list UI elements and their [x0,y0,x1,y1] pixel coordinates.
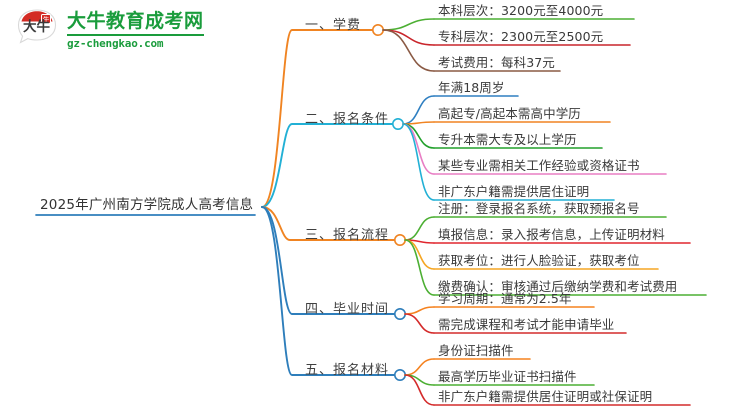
logo-domain: gz-chengkao.com [67,36,164,50]
site-logo[interactable]: 牛 大牛 大牛教育成考网 gz-chengkao.com [14,8,204,52]
branch-node-3[interactable]: 三、报名流程 [305,228,390,243]
logo-divider [67,33,204,36]
leaf-node[interactable]: 某些专业需相关工作经验或资格证书 [438,158,640,173]
svg-text:牛: 牛 [43,15,50,24]
branch-node-2[interactable]: 二、报名条件 [305,112,390,127]
leaf-node[interactable]: 专升本需大专及以上学历 [438,132,577,147]
leaf-node[interactable]: 非广东户籍需提供居住证明或社保证明 [438,389,653,404]
leaf-node[interactable]: 填报信息：录入报考信息，上传证明材料 [438,227,665,242]
branch-node-1[interactable]: 一、学费 [305,18,362,33]
leaf-node[interactable]: 本科层次：3200元至4000元 [438,3,604,18]
leaf-node[interactable]: 缴费确认：审核通过后缴纳学费和考试费用 [438,279,678,294]
leaf-node[interactable]: 获取考位：进行人脸验证，获取考位 [438,253,640,268]
logo-mark-icon: 牛 大牛 [14,8,60,52]
leaf-node[interactable]: 最高学历毕业证书扫描件 [438,369,577,384]
leaf-node[interactable]: 学习周期：通常为2.5年 [438,291,572,306]
leaf-node[interactable]: 年满18周岁 [438,80,505,95]
root-node-label[interactable]: 2025年广州南方学院成人高考信息 [40,197,254,213]
logo-title: 大牛教育成考网 [67,9,204,32]
branch-node-5[interactable]: 五、报名材料 [305,363,390,378]
svg-text:大牛: 大牛 [23,18,50,35]
leaf-node[interactable]: 高起专/高起本需高中学历 [438,106,581,121]
leaf-node[interactable]: 身份证扫描件 [438,343,514,358]
branch-node-4[interactable]: 四、毕业时间 [305,302,390,317]
leaf-node[interactable]: 需完成课程和考试才能申请毕业 [438,317,615,332]
leaf-node[interactable]: 注册：登录报名系统，获取预报名号 [438,201,640,216]
leaf-node[interactable]: 考试费用：每科37元 [438,55,555,70]
leaf-node[interactable]: 专科层次：2300元至2500元 [438,29,604,44]
leaf-node[interactable]: 非广东户籍需提供居住证明 [438,184,590,199]
